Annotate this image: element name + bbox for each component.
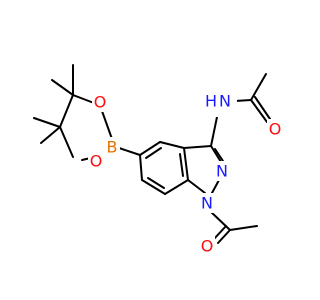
atom-nh: N H bbox=[203, 91, 237, 117]
atom-n1-symbol: N bbox=[201, 194, 213, 213]
atom-o-amide: O bbox=[267, 119, 283, 139]
atom-o-ring-upper-symbol: O bbox=[94, 93, 107, 112]
atom-boron: B bbox=[104, 137, 120, 157]
atom-n2-symbol: N bbox=[216, 162, 228, 181]
bond-lines bbox=[33, 64, 271, 244]
molecule-structure: N H O N N O B O O bbox=[33, 64, 283, 256]
atom-o-acetyl: O bbox=[199, 236, 215, 256]
atom-labels: N H O N N O B O O bbox=[88, 91, 283, 256]
atom-o-amide-symbol: O bbox=[269, 120, 282, 139]
atom-n2: N bbox=[214, 161, 230, 181]
atom-nh-symbol: N bbox=[219, 92, 231, 111]
atom-o-ring-lower-symbol: O bbox=[90, 152, 103, 171]
atom-o-ring-lower: O bbox=[88, 151, 104, 171]
atom-n1: N bbox=[199, 193, 215, 213]
atom-o-acetyl-symbol: O bbox=[201, 237, 214, 256]
atom-boron-symbol: B bbox=[107, 138, 118, 157]
atom-o-ring-upper: O bbox=[92, 92, 108, 112]
atom-nh-hydrogen: H bbox=[205, 92, 217, 111]
